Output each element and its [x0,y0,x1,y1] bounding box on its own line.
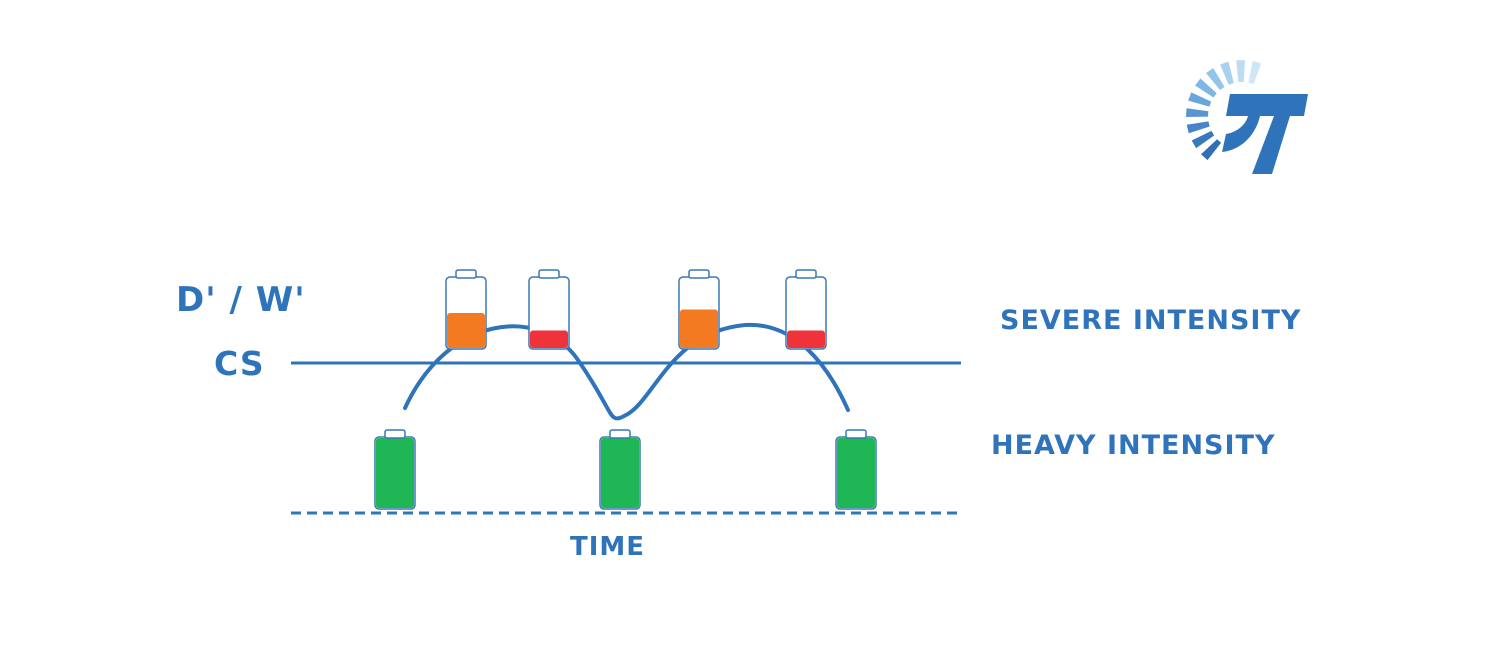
battery-cap [455,269,477,279]
battery-charge-level [447,313,485,348]
logo-tick [1248,61,1262,85]
dw-label: D' / W' [176,280,306,320]
battery-charge-level [837,438,875,508]
battery-cap [538,269,560,279]
battery-icon [835,429,877,510]
battery-charge-level [680,309,718,348]
battery-icon [599,429,641,510]
battery-cap [609,429,631,439]
logo-tick [1195,78,1217,98]
battery-charge-level [787,330,825,348]
logo-tick [1186,121,1210,134]
logo-tick [1186,108,1209,117]
battery-cap [688,269,710,279]
battery-charge-level [376,438,414,508]
battery-charge-level [530,330,568,348]
battery-icon [528,269,570,350]
battery-cap [384,429,406,439]
logo-tick [1220,61,1234,85]
logo-tick [1191,130,1215,149]
logo-tick [1201,139,1222,161]
battery-cap [845,429,867,439]
logo-ticks [1186,60,1262,161]
battery-charge-level [601,438,639,508]
battery-icon [785,269,827,350]
intensity-curve [403,322,850,421]
battery-cap [795,269,817,279]
battery-icon [678,269,720,350]
brand-logo-icon [1186,60,1308,174]
logo-tick [1236,60,1245,83]
cs-label: CS [214,344,265,383]
logo-mark [1222,94,1308,174]
heavy-intensity-label: HEAVY INTENSITY [991,430,1276,461]
severe-intensity-label: SEVERE INTENSITY [1000,305,1302,336]
battery-group [374,269,877,510]
battery-icon [445,269,487,350]
logo-tick [1188,92,1212,107]
logo-tick [1206,67,1225,90]
battery-icon [374,429,416,510]
time-label: TIME [570,532,646,562]
